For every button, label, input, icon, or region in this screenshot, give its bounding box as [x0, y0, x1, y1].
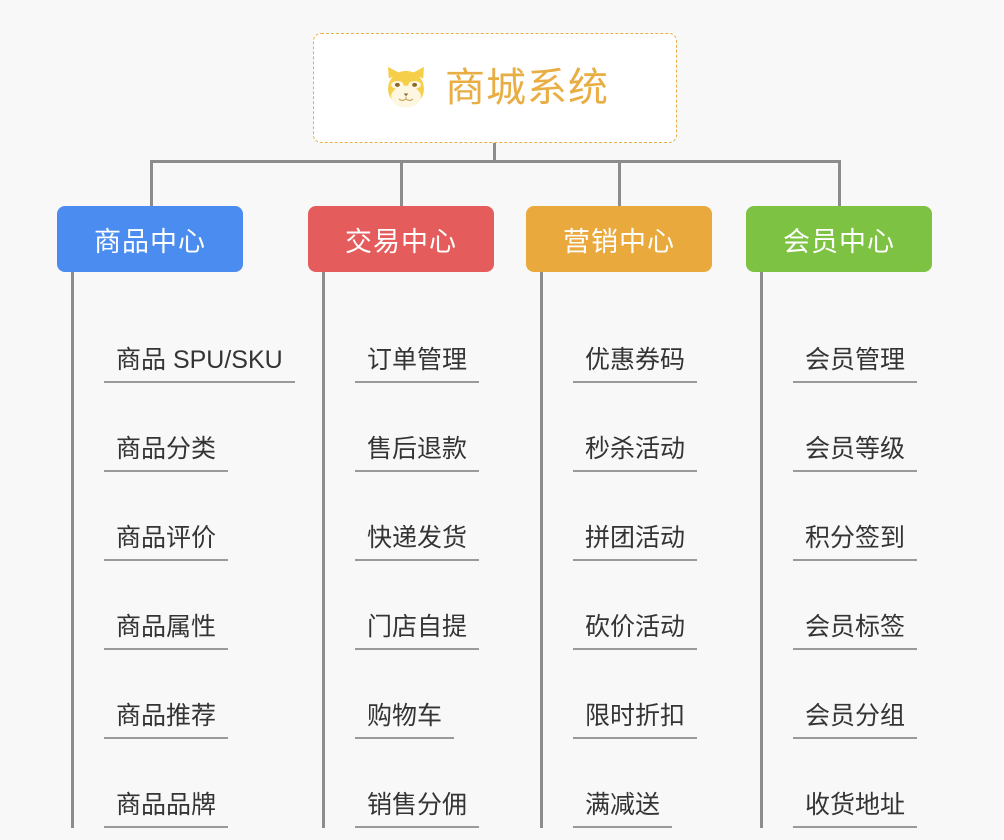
branch-column-2: 交易中心 订单管理 售后退款 快递发货 门店自提 购物车 销售分佣 — [308, 206, 530, 828]
connector-root-stem — [493, 143, 496, 162]
list-item-label: 收货地址 — [793, 791, 918, 828]
list-item[interactable]: 秒杀活动 — [543, 383, 748, 472]
list-item[interactable]: 购物车 — [325, 650, 530, 739]
list-item-label: 购物车 — [355, 702, 455, 739]
branch-header-4[interactable]: 会员中心 — [746, 206, 932, 272]
list-item-label: 商品属性 — [104, 613, 229, 650]
list-item-label: 商品分类 — [104, 435, 229, 472]
list-item[interactable]: 商品推荐 — [74, 650, 313, 739]
list-item[interactable]: 订单管理 — [325, 294, 530, 383]
branch-items-3: 优惠券码 秒杀活动 拼团活动 砍价活动 限时折扣 满减送 — [540, 272, 748, 828]
list-item[interactable]: 商品 SPU/SKU — [74, 294, 313, 383]
list-item-label: 售后退款 — [355, 435, 480, 472]
connector-drop-2 — [400, 160, 403, 206]
list-item[interactable]: 门店自提 — [325, 561, 530, 650]
branch-header-3[interactable]: 营销中心 — [526, 206, 712, 272]
connector-drop-4 — [838, 160, 841, 206]
list-item[interactable]: 积分签到 — [763, 472, 968, 561]
list-item-label: 商品品牌 — [104, 791, 229, 828]
list-item[interactable]: 商品分类 — [74, 383, 313, 472]
list-item[interactable]: 会员标签 — [763, 561, 968, 650]
connector-horizontal-bar — [150, 160, 840, 163]
list-item-label: 会员等级 — [793, 435, 918, 472]
list-item-label: 秒杀活动 — [573, 435, 698, 472]
list-item-label: 优惠券码 — [573, 346, 698, 383]
list-item-label: 订单管理 — [355, 346, 480, 383]
root-title: 商城系统 — [445, 66, 609, 110]
list-item[interactable]: 快递发货 — [325, 472, 530, 561]
list-item[interactable]: 会员等级 — [763, 383, 968, 472]
list-item-label: 拼团活动 — [573, 524, 698, 561]
list-item-label: 快递发货 — [355, 524, 480, 561]
list-item-label: 砍价活动 — [573, 613, 698, 650]
list-item[interactable]: 销售分佣 — [325, 739, 530, 828]
branch-items-1: 商品 SPU/SKU 商品分类 商品评价 商品属性 商品推荐 商品品牌 — [71, 272, 313, 828]
list-item[interactable]: 限时折扣 — [543, 650, 748, 739]
branch-header-1[interactable]: 商品中心 — [57, 206, 243, 272]
list-item[interactable]: 会员管理 — [763, 294, 968, 383]
list-item-label: 门店自提 — [355, 613, 480, 650]
list-item[interactable]: 商品评价 — [74, 472, 313, 561]
branch-column-4: 会员中心 会员管理 会员等级 积分签到 会员标签 会员分组 收货地址 — [746, 206, 968, 828]
branch-items-4: 会员管理 会员等级 积分签到 会员标签 会员分组 收货地址 — [760, 272, 968, 828]
list-item-label: 会员标签 — [793, 613, 918, 650]
list-item[interactable]: 砍价活动 — [543, 561, 748, 650]
connector-drop-1 — [150, 160, 153, 206]
list-item-label: 会员分组 — [793, 702, 918, 739]
list-item-label: 满减送 — [573, 791, 673, 828]
list-item-label: 销售分佣 — [355, 791, 480, 828]
connector-drop-3 — [618, 160, 621, 206]
list-item-label: 限时折扣 — [573, 702, 698, 739]
list-item-label: 商品推荐 — [104, 702, 229, 739]
list-item[interactable]: 优惠券码 — [543, 294, 748, 383]
list-item-label: 会员管理 — [793, 346, 918, 383]
list-item[interactable]: 满减送 — [543, 739, 748, 828]
list-item[interactable]: 收货地址 — [763, 739, 968, 828]
root-node[interactable]: 商城系统 — [313, 33, 677, 143]
list-item-label: 商品评价 — [104, 524, 229, 561]
list-item[interactable]: 会员分组 — [763, 650, 968, 739]
list-item-label: 积分签到 — [793, 524, 918, 561]
branch-column-3: 营销中心 优惠券码 秒杀活动 拼团活动 砍价活动 限时折扣 满减送 — [526, 206, 748, 828]
branch-column-1: 商品中心 商品 SPU/SKU 商品分类 商品评价 商品属性 商品推荐 商品品牌 — [57, 206, 313, 828]
list-item[interactable]: 拼团活动 — [543, 472, 748, 561]
list-item[interactable]: 商品属性 — [74, 561, 313, 650]
list-item-label: 商品 SPU/SKU — [104, 346, 295, 383]
list-item[interactable]: 售后退款 — [325, 383, 530, 472]
list-item[interactable]: 商品品牌 — [74, 739, 313, 828]
branch-items-2: 订单管理 售后退款 快递发货 门店自提 购物车 销售分佣 — [322, 272, 530, 828]
shiba-dog-icon — [388, 66, 424, 108]
branch-header-2[interactable]: 交易中心 — [308, 206, 494, 272]
